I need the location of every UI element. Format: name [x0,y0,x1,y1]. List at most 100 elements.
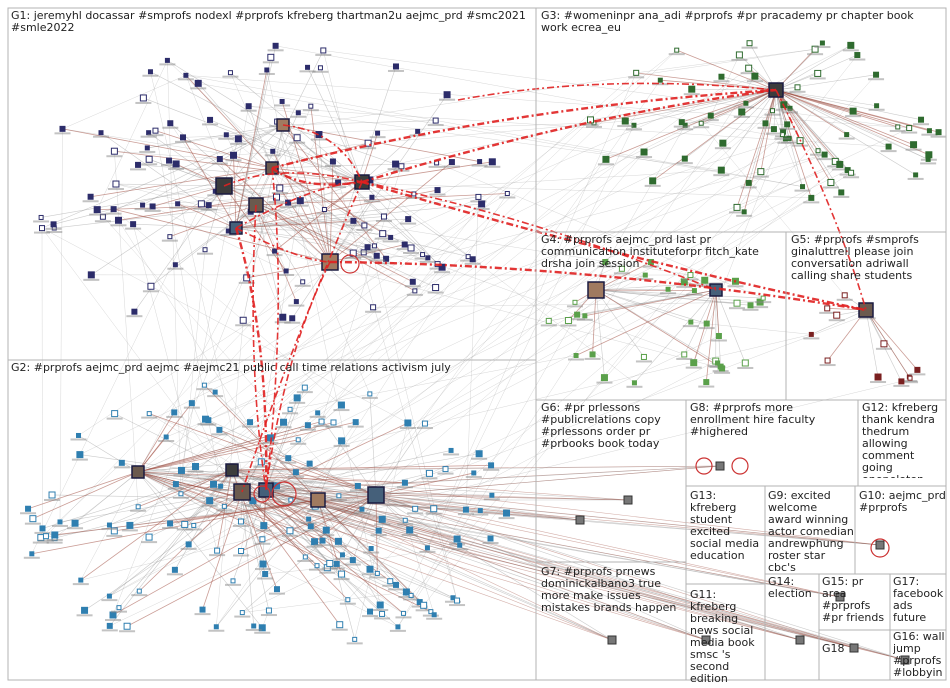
edge [865,309,879,378]
node-g2 [185,541,192,548]
node-g2 [345,597,351,603]
node-label-g2 [325,425,342,428]
node-label-g2 [346,642,363,645]
edge-cross [149,413,339,497]
edge [42,469,233,529]
node-g2 [258,624,266,632]
node-label-g2 [20,512,37,515]
node-g2 [402,588,410,596]
edge-cross [118,220,323,541]
node-label-g2 [362,573,379,576]
node-g3 [847,41,855,49]
node-g2 [123,622,131,630]
node-label-g4 [635,360,652,363]
node-label-g3 [905,148,922,151]
node-label-g1 [414,257,431,260]
edge-small-group [241,491,581,521]
node-g5 [880,340,888,348]
node-label-g5 [828,319,845,322]
node-label-g1 [200,208,217,211]
node-label-g3 [683,93,700,96]
edge-cross [185,75,803,187]
node-g4 [703,379,710,386]
node-label-g2 [119,630,136,633]
node-g3 [874,103,880,109]
node-label-g2 [46,541,63,544]
edge [320,67,363,183]
node-label-g2 [301,467,318,470]
node-label-g2 [187,470,204,473]
node-label-g2 [141,541,158,544]
edge [198,83,273,169]
node-label-g2 [426,617,443,620]
edge-cross [129,267,443,526]
node-g3 [848,169,855,176]
node-label-g1 [140,135,157,138]
node-label-g1 [368,259,385,262]
node-label-g2 [211,433,228,436]
node-label-g4 [710,339,727,342]
node-label-g1 [83,278,100,281]
node-label-g1 [161,239,178,242]
edge [90,167,273,198]
node-g2 [212,389,218,395]
edge-cross [109,335,720,627]
node-label-g3 [677,128,694,131]
node-g3 [751,72,759,80]
node-g3 [719,139,727,147]
node-label-g2 [245,628,262,631]
node-g1 [205,202,212,209]
node-label-g1 [464,262,481,265]
self-loop [253,485,271,503]
self-loop [340,254,360,274]
node-g3 [733,203,741,211]
edge [361,181,473,260]
node-label-g1 [274,321,291,324]
node-g1 [234,135,242,143]
node-label-g4 [569,318,586,321]
edge-cross [80,134,320,581]
edges-red [223,82,890,558]
node-g2 [192,462,200,470]
edge [595,289,723,369]
node-g2 [216,426,223,433]
node-label-g2 [280,461,297,464]
node-g1 [167,234,173,240]
node-g2 [421,420,428,427]
edge [149,159,225,187]
node-label-g1 [403,251,420,254]
node-label-g1 [82,200,99,203]
node-label-g4 [597,265,614,268]
node-g2 [352,636,358,642]
node-g1 [227,70,233,76]
edge-small-group [317,499,613,641]
node-label-g5 [909,373,926,376]
edge [291,261,331,319]
group-boxes [7,7,947,681]
edge-small-group [265,489,841,598]
edge-cross [230,72,371,395]
edge-highlight [329,260,867,312]
edge-cross [216,421,356,627]
node-label-g5 [893,384,910,387]
edge-small-group [241,491,629,501]
edge [248,106,273,169]
node-label-g2 [319,571,336,574]
node-g2 [336,493,342,499]
node-label-g1 [299,70,316,73]
node-label-g2 [34,531,51,534]
edge-cross [690,321,812,335]
edge [595,289,691,323]
node-g2 [337,401,345,409]
edge [241,491,349,601]
hub-node [367,486,385,504]
node-label-g1 [387,69,404,72]
node-g5 [874,373,882,381]
node-g1 [264,67,270,73]
node-label-g2 [232,525,249,528]
node-g1 [369,194,375,200]
edge-cross [175,334,812,485]
node-label-g3 [731,58,748,61]
node-g4 [719,365,726,372]
node-label-g1 [240,109,257,112]
